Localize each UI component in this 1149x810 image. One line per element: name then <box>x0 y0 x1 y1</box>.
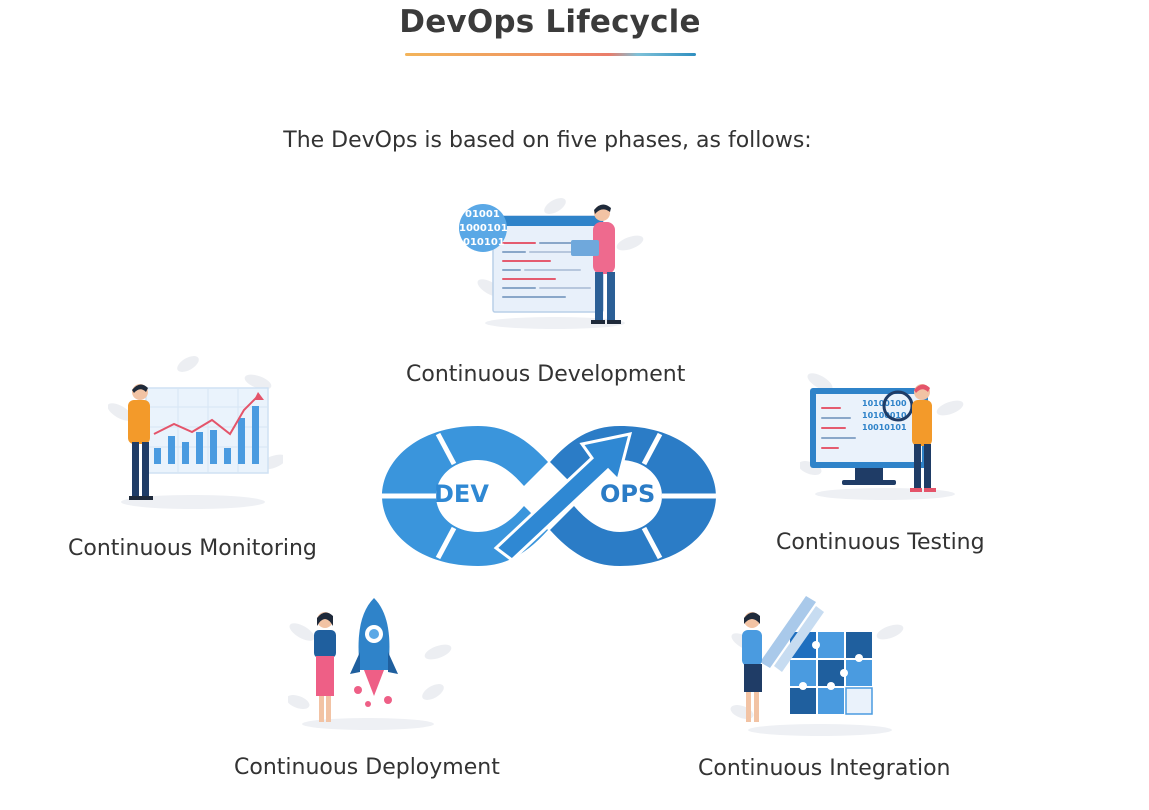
leaf-decoration <box>288 623 452 709</box>
binary-text: 010101 <box>463 237 505 248</box>
builder-figure <box>742 612 762 722</box>
testing-illustration: 10100100 10100010 10010101 <box>800 373 964 500</box>
devops-infinity-logo: DEV OPS <box>382 426 716 566</box>
development-illustration: 01001 1000101 010101 <box>459 198 644 329</box>
phase-label-monitoring: Continuous Monitoring <box>68 536 317 561</box>
phase-label-deployment: Continuous Deployment <box>234 755 500 780</box>
binary-text: 01001 <box>465 209 500 220</box>
binary-text: 10010101 <box>862 423 907 432</box>
binary-text: 10100010 <box>862 411 907 420</box>
infinity-cross-arrow <box>493 432 633 562</box>
phase-label-integration: Continuous Integration <box>698 756 951 781</box>
integration-illustration <box>730 596 904 736</box>
monitoring-illustration <box>108 356 283 509</box>
page-subtitle: The DevOps is based on five phases, as f… <box>283 128 812 153</box>
infinity-left-loop <box>382 426 548 566</box>
rocket-icon <box>350 598 398 696</box>
title-underline <box>405 53 696 56</box>
binary-text: 1000101 <box>459 223 508 234</box>
analyst-figure <box>128 384 153 500</box>
logo-dev-text: DEV <box>434 480 489 508</box>
phase-label-testing: Continuous Testing <box>776 530 985 555</box>
tester-figure <box>910 384 936 492</box>
phase-label-development: Continuous Development <box>406 362 686 387</box>
page-title: DevOps Lifecycle <box>399 4 701 40</box>
presenter-figure <box>314 612 336 722</box>
puzzle-pieces <box>790 632 873 715</box>
chart-bars <box>154 406 259 464</box>
logo-ops-text: OPS <box>600 480 655 508</box>
developer-figure <box>571 204 621 324</box>
deployment-illustration <box>288 598 452 730</box>
